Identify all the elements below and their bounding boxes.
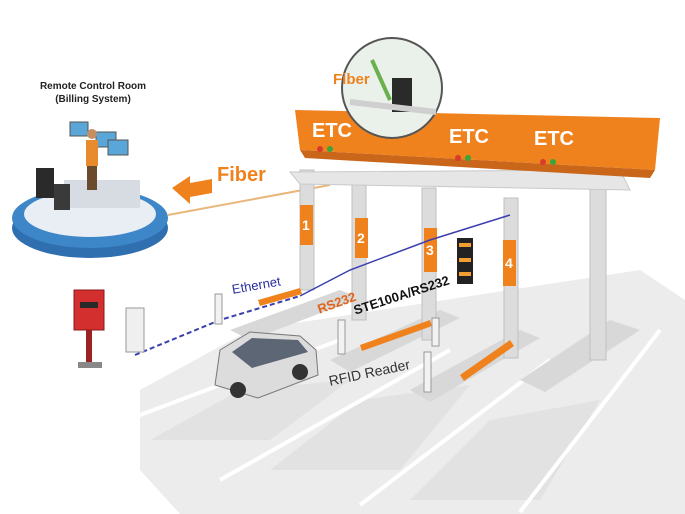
lane-strip-3: [410, 400, 600, 500]
gantry-leg-5: [589, 179, 607, 361]
island-1: [230, 290, 360, 340]
ticket-machine-slot: [80, 302, 98, 308]
control-box: [125, 307, 145, 353]
display-board-line-1: [459, 243, 471, 247]
lane-number-2: 2: [357, 230, 365, 246]
ticket-machine: [73, 289, 105, 331]
rfid-reader-3: [423, 351, 432, 393]
fiber-inset-label: Fiber: [333, 71, 370, 88]
rs232-cable: [299, 214, 511, 297]
rfid-reader-2: [337, 319, 346, 355]
display-board-line-3: [459, 272, 471, 276]
barrier-arm-3: [460, 340, 514, 381]
signal-light-green-1: [327, 146, 333, 152]
lane-strip-2: [270, 385, 470, 470]
etc-sign-2: ETC: [449, 126, 489, 148]
control-room-subtitle: (Billing System): [55, 94, 131, 105]
inset-cabinet: [392, 78, 412, 112]
inset-fiber-line: [370, 59, 392, 101]
control-desk: [64, 180, 140, 208]
lane-number-4: 4: [505, 255, 513, 271]
signal-light-red-2: [455, 155, 461, 161]
fiber-label: Fiber: [217, 164, 266, 186]
lane-number-3: 3: [426, 242, 434, 258]
rfid-reader-1: [214, 293, 223, 325]
car-wheel-front: [230, 382, 246, 398]
barrier-arm-1: [258, 288, 302, 306]
signal-light-green-3: [550, 159, 556, 165]
car-window: [232, 338, 308, 368]
control-room-title: Remote Control Room: [39, 81, 147, 92]
signal-light-red-3: [540, 159, 546, 165]
lane-panel-1: [300, 205, 313, 245]
lane-number-1: 1: [302, 217, 310, 233]
barrier-arm-2: [360, 320, 432, 351]
monitor-left: [69, 121, 89, 137]
lane-panel-4: [503, 240, 516, 286]
monitor-right: [107, 139, 129, 156]
operator-head: [87, 129, 97, 139]
etc-sign-1: ETC: [312, 120, 352, 142]
rfid-reader-4: [431, 317, 440, 347]
lane-line-3: [358, 358, 552, 507]
lane-strip-1: [150, 380, 350, 440]
operator-chair: [36, 168, 54, 198]
car-wheel-rear: [292, 364, 308, 380]
operator-chair-2: [54, 184, 70, 210]
operator-legs: [87, 166, 97, 190]
etc-gantry-beam-shade: [300, 150, 655, 178]
island-4: [520, 320, 640, 392]
signal-light-green-2: [465, 155, 471, 161]
lane-line-2: [219, 348, 451, 482]
lane-line-4: [518, 328, 662, 514]
display-board-line-2: [459, 258, 471, 262]
ticket-machine-base: [78, 362, 102, 368]
operator-body: [86, 140, 98, 166]
inset-beam: [349, 99, 437, 115]
etc-sign-3: ETC: [534, 128, 574, 150]
signal-light-red-1: [317, 146, 323, 152]
fiber-arrow-icon: [172, 176, 212, 204]
ticket-machine-pole: [86, 330, 92, 365]
gantry-support-beam: [288, 169, 631, 191]
lane-panel-2: [355, 218, 368, 258]
